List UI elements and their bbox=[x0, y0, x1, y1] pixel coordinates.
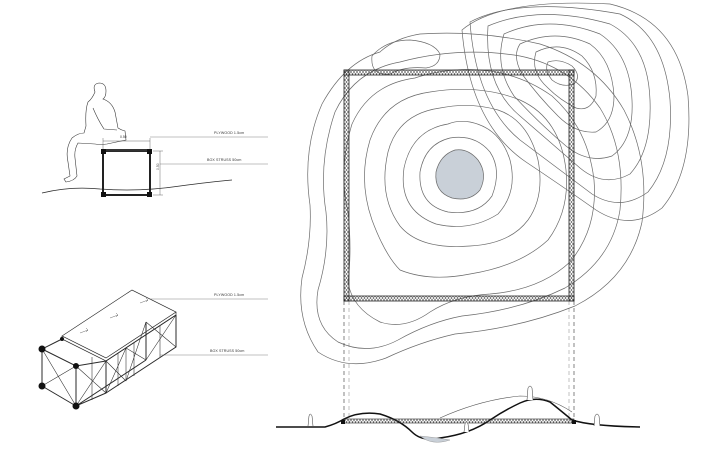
box-truss-section bbox=[102, 150, 151, 196]
contour-2 bbox=[419, 136, 497, 213]
contour-4 bbox=[384, 105, 541, 247]
axo-node-3 bbox=[72, 402, 80, 410]
person-arm bbox=[92, 107, 118, 131]
section-detail bbox=[41, 82, 268, 197]
nw-lobe-contour bbox=[371, 39, 441, 75]
axo-label-box-truss: BOX STRUSS 50cm bbox=[210, 349, 245, 353]
truss-right-bar bbox=[568, 69, 575, 302]
contour-8 bbox=[300, 32, 645, 365]
topographic-contours bbox=[300, 2, 690, 365]
axo-label-plywood: PLYWOOD 1.5cm bbox=[214, 293, 245, 297]
contour-5 bbox=[364, 89, 567, 278]
figure-right bbox=[593, 413, 601, 427]
label-box-truss: BOX STRUSS 50cm bbox=[207, 158, 242, 162]
contour-7 bbox=[316, 51, 622, 349]
plywood-top bbox=[102, 149, 151, 152]
ridge-contour-7 bbox=[461, 2, 690, 221]
axo-truss-bracing bbox=[41, 314, 177, 407]
ridge-contour-3 bbox=[516, 35, 615, 133]
truss-node-bl bbox=[101, 192, 106, 197]
figure-far-left bbox=[307, 413, 314, 427]
site-section bbox=[276, 385, 641, 443]
truss-node-br bbox=[147, 192, 152, 197]
ridge-contour-2 bbox=[534, 46, 597, 110]
contour-3 bbox=[402, 120, 513, 227]
truss-node-tr bbox=[147, 149, 152, 154]
truss-bottom-bar bbox=[343, 295, 575, 302]
ridge-contour-6 bbox=[469, 6, 671, 203]
truss-top-bar bbox=[343, 69, 575, 76]
figure-on-hill bbox=[526, 385, 534, 401]
axonometric-truss bbox=[38, 289, 268, 410]
axo-node-2 bbox=[38, 382, 46, 390]
ridge-contour-4 bbox=[500, 23, 633, 159]
truss-node-tl bbox=[101, 149, 106, 154]
hill-profile bbox=[439, 395, 573, 419]
label-plywood: PLYWOOD 1.5cm bbox=[214, 131, 245, 135]
basin-water bbox=[419, 435, 451, 443]
axo-node-4 bbox=[73, 363, 79, 369]
contour-1 bbox=[435, 149, 484, 200]
projection-lines bbox=[343, 301, 575, 424]
truss-frame-plan bbox=[343, 69, 575, 302]
truss-left-bar bbox=[343, 69, 350, 302]
section-ground-line bbox=[41, 179, 233, 194]
ridge-contour-5 bbox=[487, 14, 651, 181]
dim-width-value: 0.50 bbox=[120, 135, 127, 139]
figure-basin bbox=[463, 421, 470, 433]
truss-section-bar bbox=[343, 418, 575, 424]
dim-height-value: 0.50 bbox=[156, 163, 160, 170]
axo-node-1 bbox=[38, 345, 46, 353]
seated-person-figure bbox=[63, 82, 127, 183]
